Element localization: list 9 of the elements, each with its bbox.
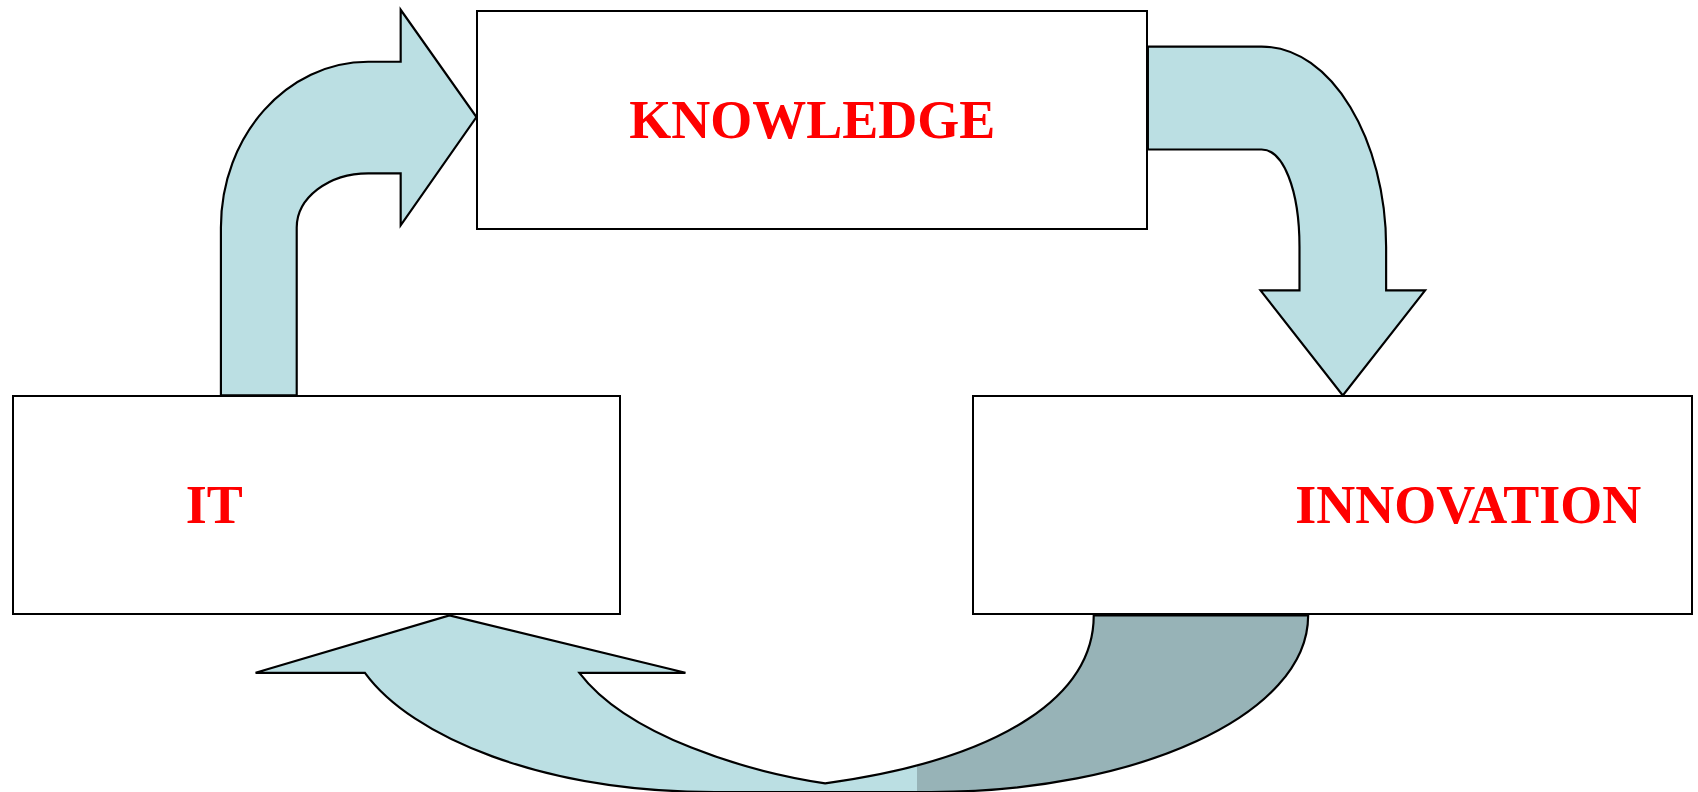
- box-label: KNOWLEDGE: [629, 92, 996, 147]
- text-box: [476, 9, 1148, 230]
- text-box: [11, 395, 621, 616]
- block-arrow: [1146, 45, 1427, 397]
- box-label: INNOVATION: [1295, 478, 1642, 533]
- block-arrow: [254, 614, 1310, 792]
- text-box: [972, 395, 1693, 616]
- block-arrow: [219, 8, 478, 397]
- box-label: IT: [185, 478, 243, 533]
